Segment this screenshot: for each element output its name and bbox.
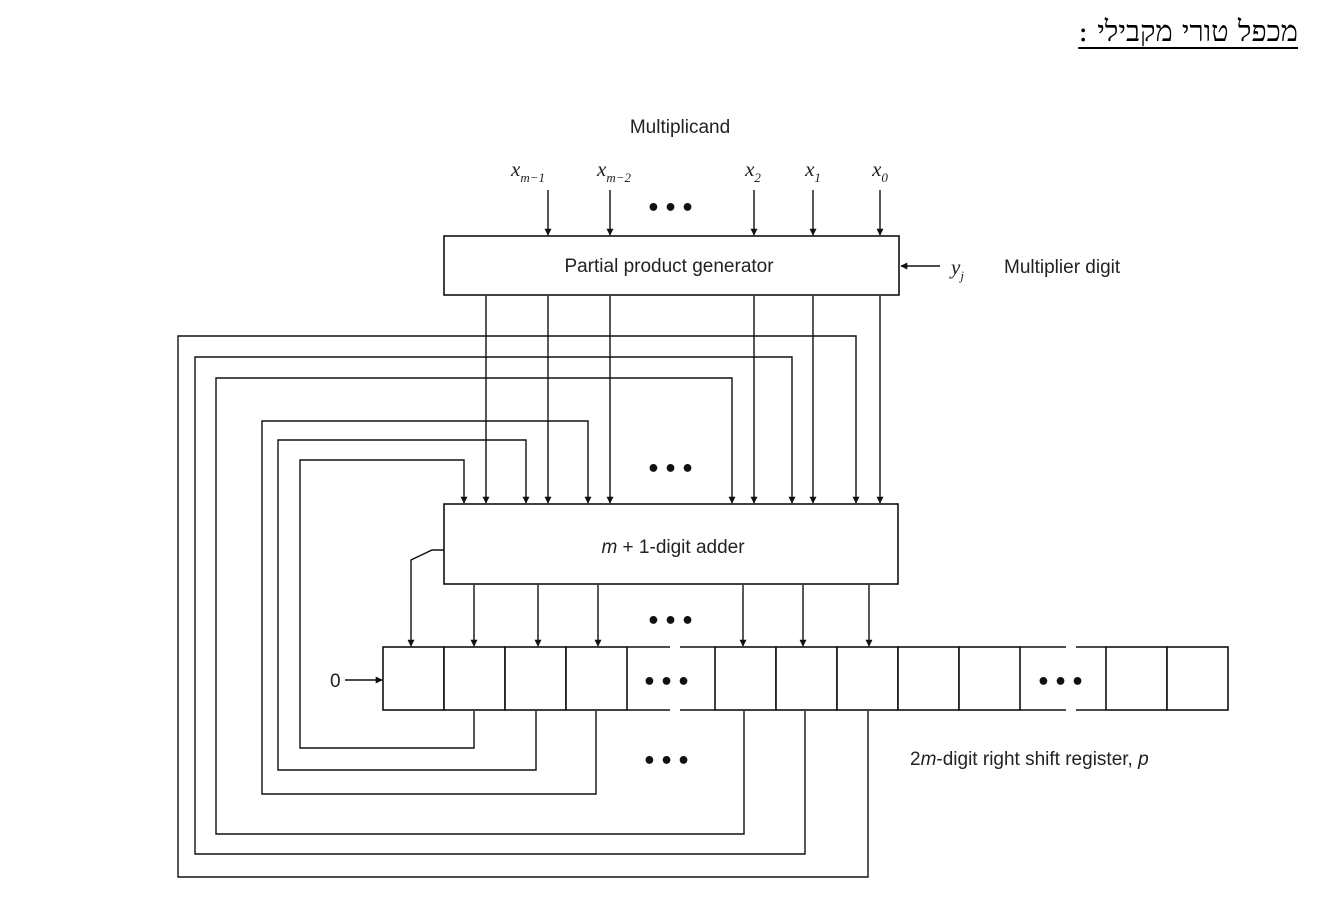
- multiplier-variable: yj: [949, 255, 964, 283]
- input-label-xm2: xm−2: [596, 157, 631, 185]
- input-label-x0: x0: [871, 157, 888, 185]
- partial-product-generator-label: Partial product generator: [564, 256, 774, 277]
- register-gap-segment: [1076, 646, 1106, 711]
- register-cell: [565, 646, 628, 711]
- input-ellipsis: •••: [646, 196, 697, 221]
- feedback-ellipsis: •••: [646, 457, 697, 482]
- register-cell: [958, 646, 1021, 711]
- register-cell: [897, 646, 960, 711]
- register-cell: [836, 646, 899, 711]
- feedback-bottom-ellipsis: •••: [642, 749, 693, 774]
- adder-label: m + 1-digit adder: [601, 537, 745, 558]
- multiplicand-label: Multiplicand: [630, 117, 730, 138]
- multiplier-digit-label: Multiplier digit: [1004, 257, 1121, 278]
- register-cell: [1105, 646, 1168, 711]
- page-title: מכפל טורי מקבילי :: [1078, 14, 1298, 48]
- zero-input-label: 0: [330, 671, 341, 692]
- input-label-xm1: xm−1: [510, 157, 545, 185]
- register-gap-segment: [680, 646, 715, 711]
- input-label-x2: x2: [744, 157, 761, 185]
- input-arrows: [544, 190, 884, 236]
- adder-output-ellipsis: •••: [646, 609, 697, 634]
- register-ellipsis-right: •••: [1036, 670, 1087, 695]
- partial-product-generator-box: [443, 235, 900, 296]
- register-cell: [1166, 646, 1229, 711]
- feedback-wires: [177, 335, 869, 878]
- shift-register: [382, 646, 1229, 711]
- register-gap-segment: [1020, 646, 1066, 711]
- ppg-output-wires: [482, 296, 884, 504]
- register-cell: [775, 646, 838, 711]
- register-gap-segment: [627, 646, 670, 711]
- adder-box: [443, 503, 899, 585]
- register-cell: [714, 646, 777, 711]
- register-cell: [504, 646, 567, 711]
- register-label: 2m-digit right shift register, p: [910, 749, 1149, 770]
- register-ellipsis-middle: •••: [642, 670, 693, 695]
- adder-output-wires: [407, 549, 873, 647]
- input-label-x1: x1: [804, 157, 821, 185]
- register-cell: [443, 646, 506, 711]
- register-cell: [382, 646, 445, 711]
